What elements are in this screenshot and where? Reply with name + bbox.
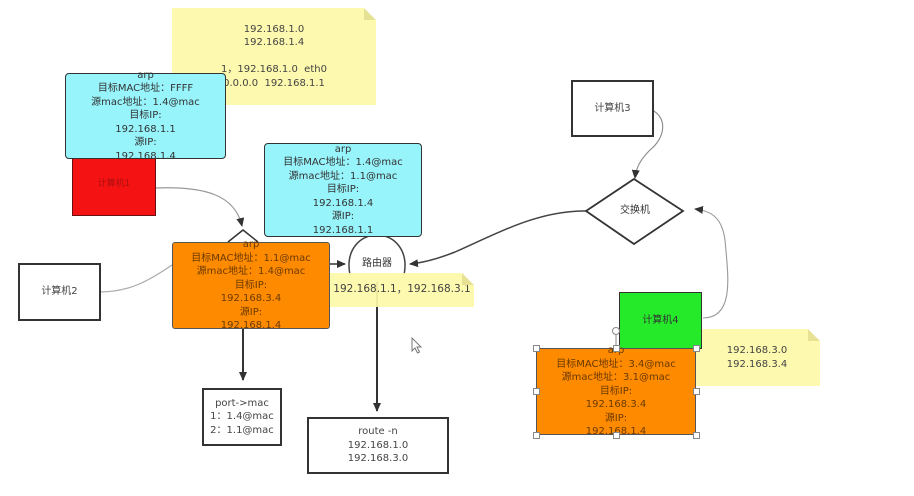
arp-line: 192.168.1.4: [115, 150, 176, 162]
node-pc3[interactable]: 计算机3: [571, 80, 654, 137]
arp-line: 192.168.1.4: [220, 320, 282, 332]
node-pc4[interactable]: 计算机4: [619, 292, 702, 349]
note-fold: [808, 329, 820, 341]
note-line: [272, 50, 275, 64]
node-label: 计算机2: [41, 286, 78, 298]
node-label: 计算机1: [97, 179, 131, 190]
resize-handle-w[interactable]: [533, 388, 540, 395]
arp-line: arp: [137, 69, 154, 81]
arp-line: arp: [334, 143, 352, 155]
note-line: 0.0.0.0 192.168.1.1: [223, 77, 325, 89]
arp-line: 目标MAC地址：FFFF: [97, 83, 194, 95]
note-line: 192.168.3.0: [726, 345, 788, 356]
arp-line: 源IP:: [134, 137, 157, 149]
arp-line: 源mac地址：3.1@mac: [561, 372, 671, 384]
node-label: 计算机3: [594, 102, 631, 114]
arp-line: 源IP:: [331, 211, 355, 223]
resize-handle-nw[interactable]: [533, 345, 540, 352]
arp-line: 目标IP:: [129, 110, 162, 122]
node-switch[interactable]: 交换机: [606, 201, 664, 221]
note-line: 192.168.1.4: [243, 37, 305, 49]
table-line: route -n: [358, 426, 398, 438]
table-line: 192.168.1.0: [347, 439, 409, 451]
arp-line: 源mac地址：1.4@mac: [196, 266, 306, 278]
connector-pc4-switch: [694, 205, 729, 319]
node-pc2[interactable]: 计算机2: [18, 263, 101, 321]
note-line: 192.168.1.0: [243, 23, 305, 35]
resize-handle-sw[interactable]: [533, 432, 540, 439]
arp-packet-pc4[interactable]: arp 目标MAC地址：3.4@mac 源mac地址：3.1@mac 目标IP:…: [536, 345, 696, 437]
arp-line: 源mac地址：1.1@mac: [288, 170, 398, 182]
arp-line: 源IP:: [604, 412, 628, 424]
table-line: port->mac: [215, 397, 269, 409]
table-line: 192.168.3.0: [347, 453, 409, 465]
connector-switch-router-right: [409, 210, 588, 268]
arp-packet-request[interactable]: arp 目标MAC地址：FFFF 源mac地址：1.4@mac 目标IP: 19…: [65, 70, 226, 162]
node-pc1[interactable]: 计算机1: [72, 154, 156, 216]
connector-pc1-switch: [154, 187, 245, 227]
table-line: 2：1.1@mac: [210, 424, 274, 436]
resize-handle-ne[interactable]: [693, 345, 700, 352]
arp-line: 192.168.3.4: [585, 399, 647, 411]
arp-line: 192.168.1.4: [312, 197, 374, 209]
arp-line: 目标IP:: [599, 385, 633, 397]
rotate-handle[interactable]: [612, 327, 620, 335]
table-line: 1：1.4@mac: [210, 411, 274, 423]
arp-packet-reply[interactable]: arp 目标MAC地址：1.4@mac 源mac地址：1.1@mac 目标IP:…: [264, 143, 422, 237]
table-port-mac[interactable]: port->mac 1：1.4@mac 2：1.1@mac: [202, 388, 282, 446]
resize-handle-s[interactable]: [613, 432, 620, 439]
resize-handle-se[interactable]: [693, 432, 700, 439]
note-line: 1，192.168.1.0 eth0: [221, 64, 327, 76]
arp-line: 目标IP:: [326, 184, 360, 196]
mouse-cursor-icon: [411, 337, 423, 354]
arp-line: 目标MAC地址：1.1@mac: [191, 252, 311, 264]
arp-line: 源mac地址：1.4@mac: [91, 96, 200, 108]
note-fold: [462, 273, 474, 285]
resize-handle-e[interactable]: [693, 388, 700, 395]
arp-line: 目标MAC地址：3.4@mac: [556, 358, 676, 370]
arp-line: 192.168.3.4: [220, 293, 282, 305]
switch-left-peak: [227, 229, 259, 243]
note-fold: [364, 8, 376, 20]
arp-line: 192.168.1.1: [115, 123, 176, 135]
note-line: 192.168.3.4: [726, 358, 788, 370]
resize-handle-n[interactable]: [613, 345, 620, 352]
node-label: 计算机4: [642, 314, 679, 326]
node-label: 交换机: [620, 205, 650, 217]
arp-packet-switch[interactable]: arp 目标MAC地址：1.1@mac 源mac地址：1.4@mac 目标IP:…: [172, 239, 330, 331]
node-label: 路由器: [362, 258, 392, 270]
node-router[interactable]: 路由器: [350, 252, 404, 276]
arp-line: 192.168.1.1: [312, 224, 374, 236]
arp-line: arp: [242, 239, 260, 251]
connector-pc3-switch: [631, 109, 664, 179]
connector-pc2-switch: [99, 264, 173, 293]
arp-line: 目标MAC地址：1.4@mac: [283, 157, 403, 169]
table-route[interactable]: route -n 192.168.1.0 192.168.3.0: [307, 417, 449, 474]
switch-diamond[interactable]: [584, 177, 685, 246]
arp-line: 源IP:: [239, 306, 263, 318]
arp-line: 目标IP:: [234, 279, 268, 291]
note-router[interactable]: 192.168.1.1，192.168.3.1: [330, 273, 474, 307]
note-right[interactable]: 192.168.3.0 192.168.3.4: [694, 329, 820, 386]
note-line: 192.168.1.1，192.168.3.1: [333, 283, 471, 296]
arp-line: 192.168.1.4: [586, 425, 646, 439]
